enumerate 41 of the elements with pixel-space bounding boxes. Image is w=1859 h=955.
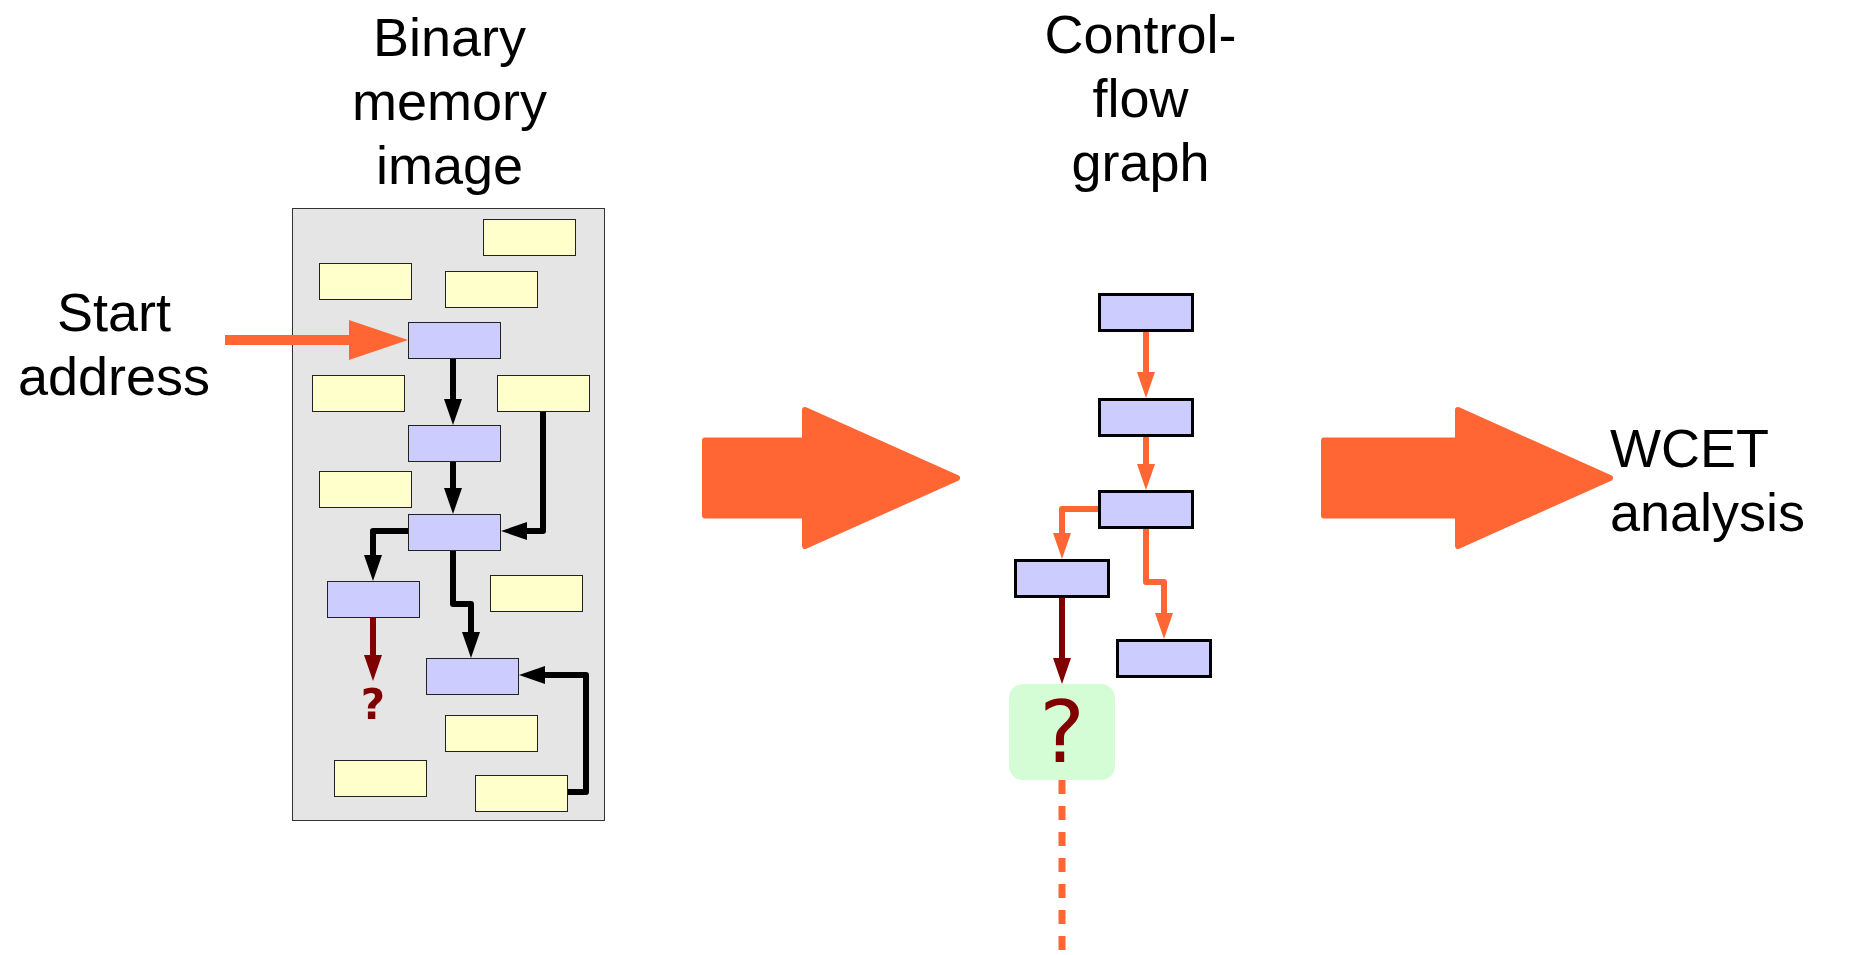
- arrow: [364, 528, 408, 581]
- arrow: [1053, 598, 1071, 684]
- code-block: [426, 658, 519, 695]
- arrow: [364, 618, 382, 681]
- memory-block: [475, 775, 568, 812]
- panel-heading: Binary memory image: [351, 6, 548, 197]
- block-arrow: [702, 407, 960, 549]
- basic-block: [1116, 639, 1212, 678]
- memory-block: [445, 715, 538, 752]
- memory-block: [334, 760, 427, 797]
- code-block: [327, 581, 420, 618]
- label-text: WCET analysis: [1610, 416, 1840, 544]
- arrow: [444, 462, 462, 514]
- basic-block: [1098, 293, 1194, 332]
- arrow: [450, 551, 480, 658]
- basic-block: [1098, 490, 1194, 529]
- arrow: [1137, 437, 1155, 490]
- basic-block: [1014, 559, 1110, 598]
- memory-block: [445, 271, 538, 308]
- arrow: [225, 320, 408, 360]
- unknown-target-box: ?: [1009, 684, 1115, 780]
- unknown-target-mark: ?: [353, 681, 393, 731]
- code-block: [408, 322, 501, 359]
- arrow: [519, 666, 589, 795]
- memory-block: [497, 375, 590, 412]
- code-block: [408, 514, 501, 551]
- memory-block: [483, 219, 576, 256]
- arrow: [1143, 529, 1173, 639]
- block-arrow: [1321, 407, 1613, 549]
- memory-block: [490, 575, 583, 612]
- arrow: [501, 412, 546, 540]
- arrow: [1053, 506, 1098, 559]
- arrow: [1137, 332, 1155, 398]
- memory-block: [312, 375, 405, 412]
- memory-block: [319, 471, 412, 508]
- basic-block: [1098, 398, 1194, 437]
- arrow: [444, 359, 462, 425]
- code-block: [408, 425, 501, 462]
- label-text: Start address: [3, 280, 225, 410]
- memory-block: [319, 263, 412, 300]
- panel-heading: Control-flow graph: [1043, 3, 1238, 194]
